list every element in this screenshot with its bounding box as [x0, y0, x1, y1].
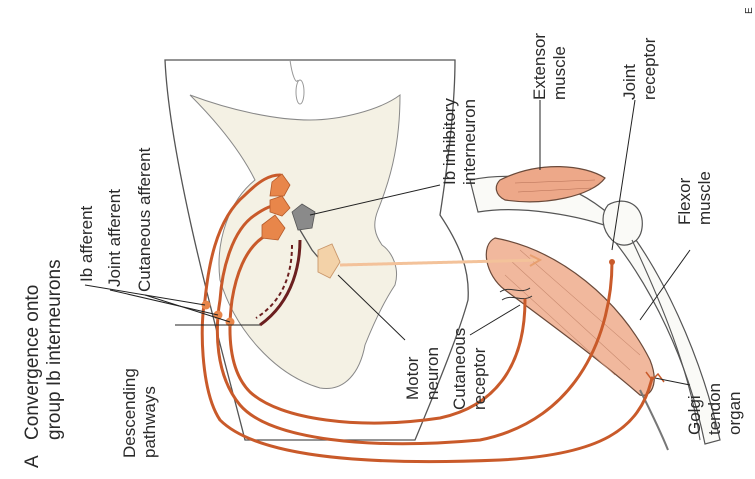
label-extensor-line1: Extensor: [530, 33, 549, 100]
label-cutaneous-afferent: Cutaneous afferent: [135, 147, 154, 292]
label-descending-line1: Descending: [120, 368, 139, 458]
label-motor-neuron-line2: neuron: [423, 347, 442, 400]
label-golgi-line3: organ: [725, 392, 744, 435]
cutaneous-receptor-leader: [470, 305, 520, 335]
label-cutaneous-receptor-line1: Cutaneous: [450, 328, 469, 410]
label-flexor-line1: Flexor: [675, 177, 694, 225]
label-joint-receptor-line1: Joint: [620, 64, 639, 100]
panel-letter: A: [22, 455, 43, 468]
label-golgi-line2: tendon: [705, 383, 724, 435]
label-descending-line2: pathways: [140, 386, 159, 458]
label-ib-afferent: Ib afferent: [77, 205, 96, 282]
extensor-muscle: [496, 167, 605, 202]
label-motor-neuron-line1: Motor: [403, 356, 422, 400]
label-ib-inhibitory-line1: Ib inhibitory: [440, 98, 459, 185]
knee-joint: [603, 201, 642, 245]
panel-title-line2: group Ib interneurons: [44, 259, 65, 440]
edge-letter: E: [744, 7, 755, 14]
golgi-leader: [655, 378, 690, 385]
label-flexor-line2: muscle: [695, 171, 714, 225]
joint-afferent-leader: [110, 290, 218, 315]
label-ib-inhibitory-line2: interneuron: [460, 99, 479, 185]
label-joint-receptor-line2: receptor: [640, 37, 659, 100]
label-cutaneous-receptor-line2: receptor: [470, 347, 489, 410]
label-extensor-line2: muscle: [550, 46, 569, 100]
label-golgi-line1: Golgi: [685, 395, 704, 435]
label-joint-afferent: Joint afferent: [105, 189, 124, 287]
panel-title-line1: Convergence onto: [22, 285, 43, 440]
